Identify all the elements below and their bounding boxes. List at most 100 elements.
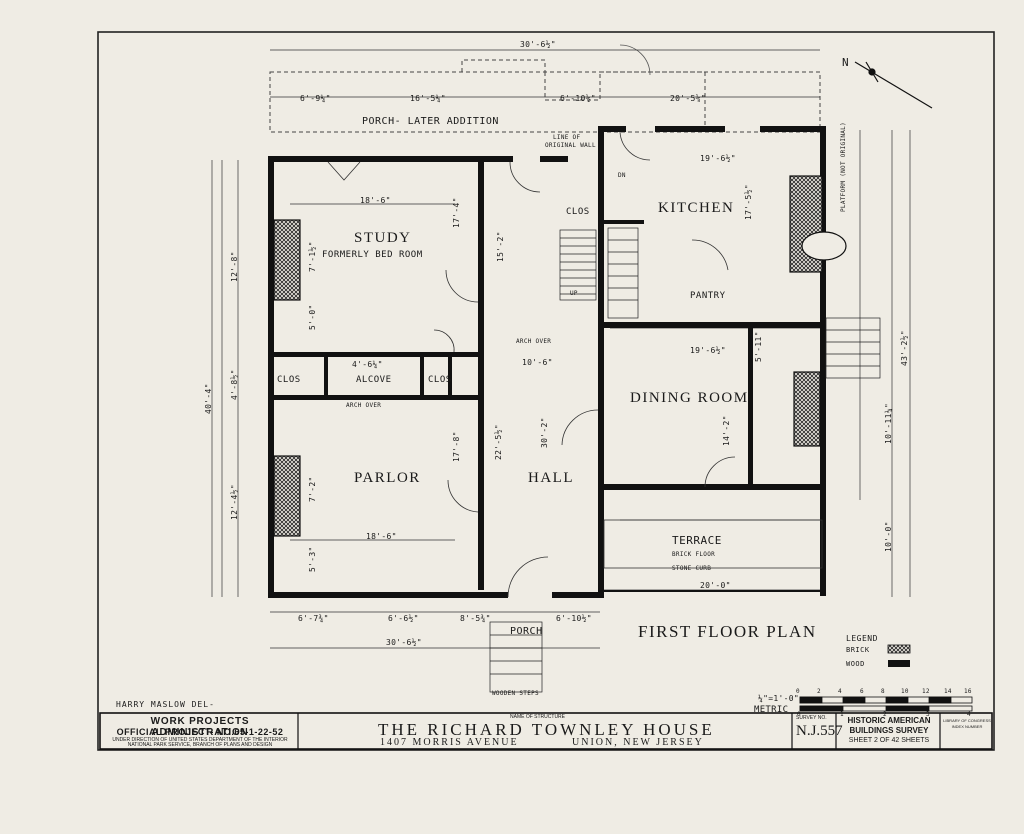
dim-parlor-w: 18'-6" bbox=[366, 532, 397, 541]
dim-hall-h2: 30'-2" bbox=[540, 417, 549, 448]
loc-line-2: INDEX NUMBER bbox=[951, 724, 983, 729]
room-label-dining-room: DINING ROOM bbox=[630, 390, 749, 406]
dim-kitchen-h: 17'-5½" bbox=[744, 184, 753, 220]
dim-hall-h: 22'-5½" bbox=[494, 424, 503, 460]
dim-bottom-b: 6'-6½" bbox=[388, 614, 419, 623]
agency-line-2: OFFICIAL PROJECT- NO.65-1-22-52 bbox=[116, 727, 284, 737]
scale-tick: 14 bbox=[944, 688, 952, 695]
agency-line-3: UNDER DIRECTION OF UNITED STATES DEPARTM… bbox=[112, 737, 288, 743]
room-label-porch: PORCH bbox=[510, 626, 543, 637]
dim-porch-b: 16'-5¼" bbox=[410, 94, 446, 103]
note-platform: PLATFORM (NOT ORIGINAL) bbox=[840, 122, 847, 212]
terrace-outline bbox=[603, 519, 823, 569]
note-stone-curb: STONE CURB bbox=[672, 565, 712, 572]
scale-tick: 16 bbox=[964, 688, 972, 695]
dim-ext-c: 7'-2" bbox=[308, 476, 317, 502]
dim-study-h: 17'-4" bbox=[452, 197, 461, 228]
dim-porch-c: 6'-10½" bbox=[560, 94, 596, 103]
door-swings bbox=[327, 131, 736, 598]
dim-terrace-h: 10'-0" bbox=[884, 521, 893, 552]
note-line-original-1: LINE OF bbox=[553, 134, 581, 141]
scale-tick: 4 bbox=[838, 688, 842, 695]
note-brick-floor: BRICK FLOOR bbox=[672, 551, 716, 558]
dim-left-b: 4'-8½" bbox=[230, 369, 239, 400]
dim-alcove-w: 4'-6¼" bbox=[352, 360, 383, 369]
drafter-credit: HARRY MASLOW DEL- bbox=[116, 700, 215, 709]
dim-porch-d: 20'-5⅛" bbox=[670, 94, 706, 103]
dim-ext-e: 15'-2" bbox=[496, 231, 505, 262]
dim-ext-d: 5'-3" bbox=[308, 546, 317, 572]
habs-line-2: BUILDINGS SURVEY bbox=[849, 726, 929, 735]
dim-ext-a: 5'-0" bbox=[308, 304, 317, 330]
agency-line-4: NATIONAL PARK SERVICE, BRANCH OF PLANS A… bbox=[127, 742, 273, 748]
scale-tick: 2 bbox=[883, 711, 887, 718]
legend-wood-swatch bbox=[888, 660, 910, 667]
scale-tick: 8 bbox=[881, 688, 885, 695]
dim-left-total: 40'-4" bbox=[204, 383, 213, 414]
room-label-parlor: PARLOR bbox=[354, 470, 421, 486]
dim-ext-f: 5'-11" bbox=[754, 331, 763, 362]
legend-heading: LEGEND bbox=[846, 634, 878, 643]
oven-icon bbox=[801, 231, 847, 261]
sheet-border bbox=[97, 31, 995, 751]
dim-porch-a: 6'-9¼" bbox=[300, 94, 331, 103]
dim-study-w: 18'-6" bbox=[360, 196, 391, 205]
note-dn: DN bbox=[618, 172, 626, 179]
scale-tick: 0 bbox=[797, 711, 801, 718]
room-label-study-sub: FORMERLY BED ROOM bbox=[322, 250, 423, 260]
drawing-title: FIRST FLOOR PLAN bbox=[638, 622, 817, 641]
north-arrow-icon bbox=[854, 61, 933, 109]
dim-terrace-w: 20'-0" bbox=[700, 581, 731, 590]
scale-tick: 0 bbox=[796, 688, 800, 695]
scale-tick: 1 bbox=[840, 711, 844, 718]
habs-line-1: HISTORIC AMERICAN bbox=[847, 716, 931, 725]
porch-outline bbox=[269, 59, 821, 133]
north-label: N bbox=[842, 56, 850, 69]
scale-ratio: ¼"=1'-0" bbox=[758, 694, 799, 703]
fireplace bbox=[273, 175, 823, 537]
note-wooden-steps: WOODEN STEPS bbox=[492, 690, 539, 697]
dim-parlor-h: 17'-8" bbox=[452, 431, 461, 462]
note-line-original-2: ORIGINAL WALL bbox=[545, 142, 596, 149]
dim-right-total: 43'-2½" bbox=[900, 330, 909, 366]
room-label-clos-left: CLOS bbox=[277, 375, 301, 385]
dim-bottom-d: 6'-10½" bbox=[556, 614, 592, 623]
agency-line-1: WORK PROJECTS ADMINISTRATION bbox=[150, 716, 250, 738]
dim-left-c: 12'-4½" bbox=[230, 484, 239, 520]
scale-bar bbox=[799, 696, 973, 712]
structure-address: 1407 MORRIS AVENUE bbox=[380, 737, 519, 748]
door-swing bbox=[619, 44, 651, 76]
dim-bottom-c: 8'-5¾" bbox=[460, 614, 491, 623]
dim-overall-bottom: 30'-6½" bbox=[386, 638, 422, 647]
dim-kitchen-w: 19'-6½" bbox=[700, 154, 736, 163]
scale-tick: 6 bbox=[860, 688, 864, 695]
legend-wood-label: WOOD bbox=[846, 660, 865, 668]
room-label-kitchen: KITCHEN bbox=[658, 200, 735, 216]
scale-metric-label: METRIC bbox=[754, 705, 789, 715]
room-label-study: STUDY bbox=[354, 230, 412, 246]
legend-brick-label: BRICK bbox=[846, 646, 870, 654]
note-arch-over-hall: ARCH OVER bbox=[516, 338, 552, 345]
dim-dining-w: 19'-6½" bbox=[690, 346, 726, 355]
scale-tick: 10 bbox=[901, 688, 909, 695]
room-label-porch-later: PORCH- LATER ADDITION bbox=[362, 116, 499, 127]
loc-line-1: LIBRARY OF CONGRESS bbox=[943, 718, 991, 723]
room-label-alcove: ALCOVE bbox=[356, 375, 392, 385]
dim-right-a: 10'-11¼" bbox=[884, 403, 893, 444]
sheet-number: SHEET 2 OF 42 SHEETS bbox=[848, 737, 930, 744]
structure-caption: NAME OF STRUCTURE bbox=[510, 714, 565, 720]
scale-tick: 12 bbox=[922, 688, 930, 695]
dim-hall-w: 10'-6" bbox=[522, 358, 553, 367]
room-label-hall: HALL bbox=[528, 470, 574, 486]
scale-tick: 3 bbox=[926, 711, 930, 718]
legend-brick-swatch bbox=[887, 644, 911, 654]
structure-name: THE RICHARD TOWNLEY HOUSE bbox=[378, 720, 715, 739]
title-block-frame bbox=[99, 712, 993, 750]
dim-overall-top: 30'-6½" bbox=[520, 40, 556, 49]
room-label-clos-right: CLOS bbox=[428, 375, 452, 385]
dim-ext-b: 7'-1½" bbox=[308, 241, 317, 272]
staircase bbox=[489, 227, 881, 693]
dim-left-a: 12'-8" bbox=[230, 251, 239, 282]
survey-caption: SURVEY NO. bbox=[796, 715, 827, 721]
